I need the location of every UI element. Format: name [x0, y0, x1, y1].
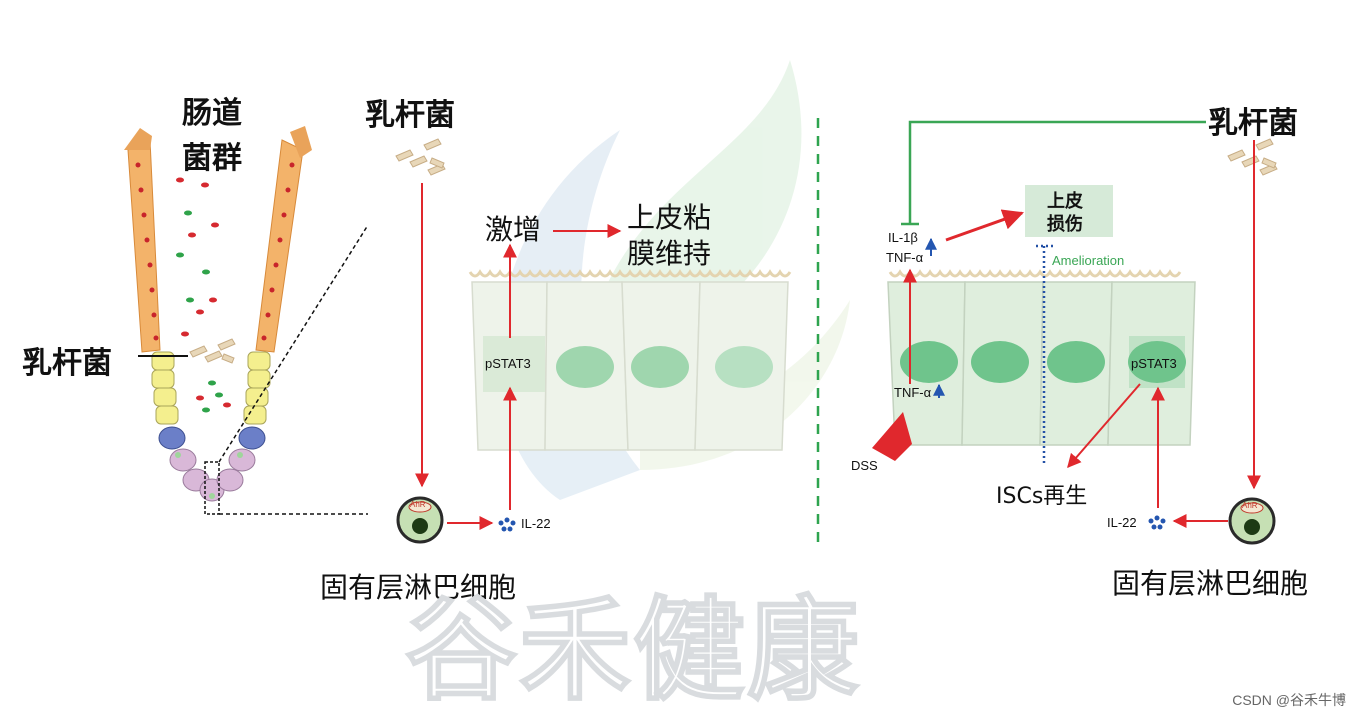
maintenance-label-line2: 膜维持 [627, 237, 712, 270]
pstat3-label-right: pSTAT3 [1131, 356, 1177, 371]
intestinal-crypt [124, 126, 369, 515]
amelioration-line [1036, 244, 1053, 464]
amelioration-label: Amelioration [1052, 253, 1125, 268]
middle-epithelium [468, 269, 792, 451]
inhibition-line [901, 120, 1206, 226]
watermark-text: 谷禾健康 [404, 585, 861, 717]
il22-dots-icon [498, 517, 516, 532]
middle-arrows [415, 183, 622, 530]
tnf-label-mid: TNF-α [894, 385, 932, 400]
injury-label-line2: 损伤 [1047, 214, 1083, 235]
ilc-cell-icon-right [1228, 497, 1276, 545]
lactobacillus-label-middle: 乳杆菌 [365, 98, 455, 133]
up-arrows [925, 237, 945, 398]
il22-label-right: IL-22 [1107, 515, 1137, 530]
ilc-label-middle: 固有层淋巴细胞 [320, 571, 517, 604]
lactobacillus-label-left: 乳杆菌 [22, 346, 112, 381]
right-arrows [903, 140, 1261, 528]
dss-label: DSS [851, 458, 878, 473]
gut-flora-label-line2: 菌群 [182, 141, 242, 176]
il22-dots-icon-right [1148, 515, 1166, 530]
credit-text: CSDN @谷禾牛博 [1232, 692, 1346, 708]
gut-flora-label-line1: 肠道 [182, 96, 242, 131]
lactobacillus-icon-right [1227, 138, 1278, 176]
dss-wedge [872, 412, 912, 461]
ilc-cell-icon [396, 496, 444, 544]
il22-label-middle: IL-22 [521, 516, 551, 531]
surge-label: 激增 [485, 213, 542, 246]
ahr-label-middle: AhR [410, 500, 426, 509]
lactobacillus-icon [395, 138, 446, 176]
right-epithelium [887, 269, 1196, 446]
maintenance-label-line1: 上皮粘 [627, 201, 712, 234]
tnf-label-top: TNF-α [886, 250, 924, 265]
ahr-label-right: AhR [1242, 501, 1258, 510]
ilc-label-right: 固有层淋巴细胞 [1112, 567, 1309, 600]
lactobacillus-label-right: 乳杆菌 [1208, 106, 1298, 141]
pstat3-label-middle: pSTAT3 [485, 356, 531, 371]
injury-label-line1: 上皮 [1047, 191, 1083, 212]
il1b-label: IL-1β [888, 230, 918, 245]
iscs-label: ISCs再生 [996, 484, 1088, 509]
injury-box [1025, 185, 1113, 237]
